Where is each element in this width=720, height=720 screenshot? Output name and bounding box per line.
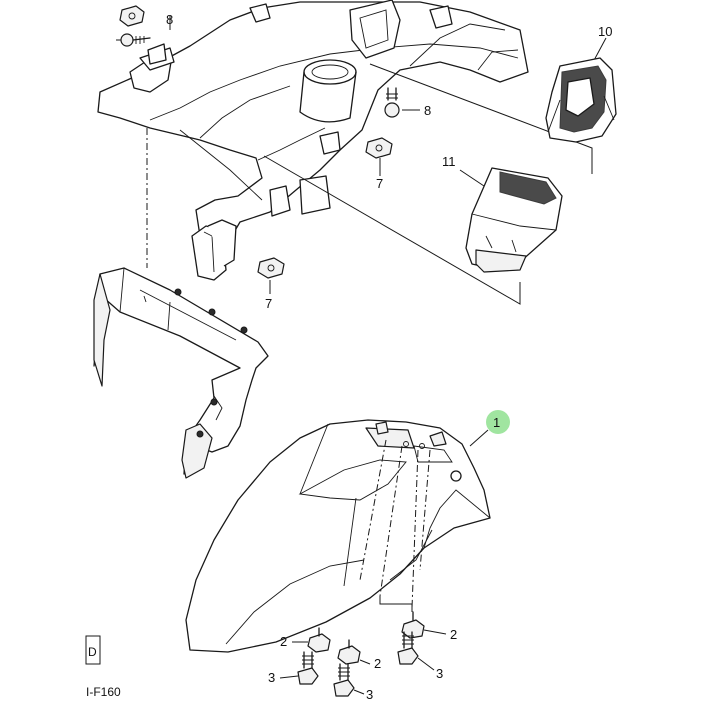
callout-7-a: 7: [376, 176, 383, 191]
washer-2-mid-icon: [337, 639, 361, 665]
callout-8-mid: 8: [424, 103, 431, 118]
callout-3-mid: 3: [366, 687, 373, 702]
air-box-part-11: [465, 167, 563, 273]
clip-nut-lower-icon: [257, 257, 285, 279]
callout-3-left: 3: [268, 670, 275, 685]
washer-2-right-icon: [401, 611, 425, 639]
leader-3-left: [279, 675, 299, 679]
bolt-3-mid-icon: [333, 663, 355, 697]
leader-2-right: [423, 629, 447, 635]
callout-7-b: 7: [265, 296, 272, 311]
callout-2-mid: 2: [374, 656, 381, 671]
callout-1-highlight: [486, 410, 510, 434]
edge-glyph-text: D: [88, 645, 97, 659]
washer-2-left-icon: [307, 627, 331, 653]
bolt-3-left-icon: [297, 651, 319, 685]
inner-cover-panel: [97, 0, 529, 281]
edge-glyph-icon: D: [85, 635, 101, 665]
callout-2-right: 2: [450, 627, 457, 642]
screw-top-left-icon: [116, 33, 151, 47]
callout-10: 10: [598, 24, 612, 39]
callout-3-right: 3: [436, 666, 443, 681]
air-duct-part-10: [545, 57, 617, 143]
reference-bracket-line-upper: [369, 63, 593, 174]
clip-nut-upper-icon: [365, 137, 393, 159]
nut-top-icon: [119, 5, 145, 27]
callout-8-top: 8: [166, 12, 173, 27]
callout-1: 1: [493, 415, 500, 430]
side-cover-left: [93, 267, 269, 479]
leader-3-right: [417, 657, 435, 671]
callout-2-left: 2: [280, 634, 287, 649]
reference-bracket-line: [263, 155, 521, 305]
leader-1: [469, 429, 489, 447]
figure-code: I-F160: [86, 685, 121, 699]
bolt-3-right-icon: [397, 631, 419, 665]
leader-2-mid: [359, 659, 371, 665]
leader-3-mid: [353, 689, 365, 695]
screw-mid-icon: [384, 87, 400, 118]
callout-11: 11: [442, 154, 456, 169]
front-fender-part-1: [185, 419, 491, 653]
